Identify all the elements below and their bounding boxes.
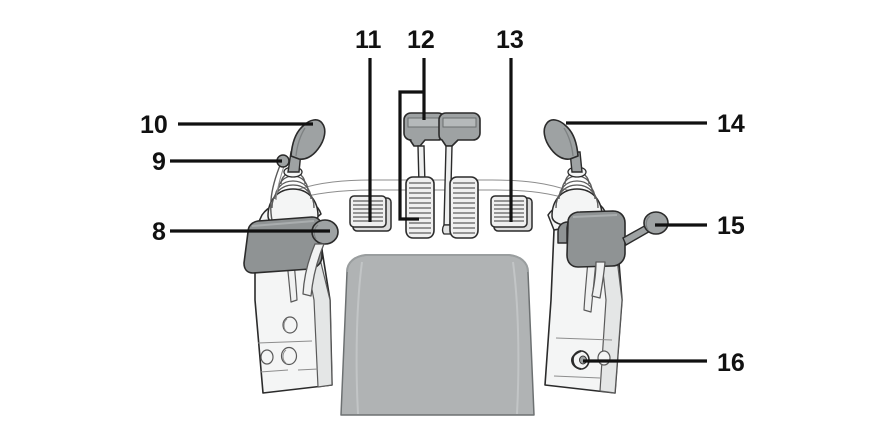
- callout-label-11: 11: [355, 26, 382, 54]
- callout-label-16: 16: [717, 349, 745, 377]
- travel-pedal-left[interactable]: [405, 176, 435, 239]
- right-console-lever[interactable]: [557, 210, 669, 299]
- callout-number-labels: 8 9 10 11 12 13 14 15 16: [140, 26, 745, 377]
- left-console-holes: [257, 316, 319, 373]
- right-foot-pedal[interactable]: [490, 195, 533, 232]
- callout-leader-lines: [170, 58, 707, 363]
- callout-label-9: 9: [152, 148, 166, 176]
- right-joystick-grip[interactable]: [543, 119, 579, 160]
- travel-pedals-and-levers[interactable]: [403, 112, 481, 239]
- callout-label-12: 12: [407, 26, 435, 54]
- callout-label-8: 8: [152, 218, 166, 246]
- callout-label-13: 13: [496, 26, 524, 54]
- left-foot-pedal[interactable]: [349, 195, 392, 232]
- callout-label-10: 10: [140, 111, 168, 139]
- right-console-lever-knob[interactable]: [643, 211, 669, 235]
- travel-pedal-right[interactable]: [449, 176, 479, 239]
- callout-label-14: 14: [717, 110, 745, 138]
- leader-line-12b: [398, 90, 424, 221]
- callout-label-15: 15: [717, 212, 745, 240]
- left-joystick-grip[interactable]: [290, 119, 326, 160]
- seat-backrest: [340, 254, 535, 416]
